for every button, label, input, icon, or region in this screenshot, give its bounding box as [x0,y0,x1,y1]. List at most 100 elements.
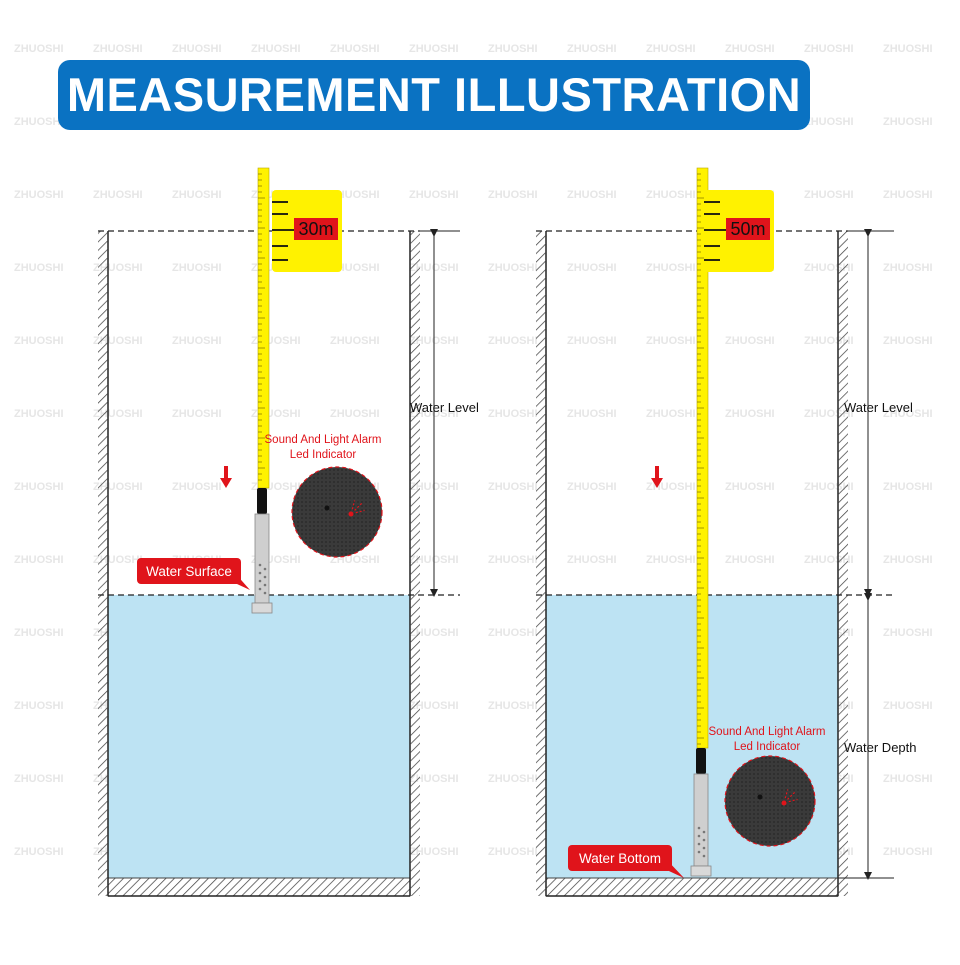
watermark-text: ZHUOSHI [883,189,933,201]
watermark-text: ZHUOSHI [488,554,538,566]
down-arrow-icon [220,466,232,488]
watermark-text: ZHUOSHI [14,700,64,712]
probe-hole [263,583,267,587]
watermark-text: ZHUOSHI [488,481,538,493]
watermark-text: ZHUOSHI [567,408,617,420]
watermark-text: ZHUOSHI [172,262,222,274]
probe-hole [697,834,701,838]
watermark-text: ZHUOSHI [14,481,64,493]
probe-hole [258,571,262,575]
watermark-text: ZHUOSHI [488,43,538,55]
probe-hole [697,826,701,830]
watermark-text: ZHUOSHI [646,554,696,566]
watermark-text: ZHUOSHI [725,481,775,493]
probe-hole [702,830,706,834]
tape-reading: 50m [730,219,765,239]
watermark-text: ZHUOSHI [567,43,617,55]
led-light-ray [784,789,789,799]
probe-hole [263,591,267,595]
watermark-text: ZHUOSHI [172,189,222,201]
alarm-indicator-disc [291,466,383,558]
watermark-text: ZHUOSHI [488,846,538,858]
led-light-ray [787,791,796,800]
well-bottom [545,877,839,897]
watermark-text: ZHUOSHI [725,554,775,566]
watermark-text: ZHUOSHI [883,627,933,639]
watermark-text: ZHUOSHI [14,189,64,201]
alarm-label-line2: Led Indicator [734,741,801,753]
watermark-text: ZHUOSHI [646,481,696,493]
wall-hatch-left [536,231,546,896]
led-light-ray [355,509,365,514]
probe-hole [702,854,706,858]
watermark-text: ZHUOSHI [93,43,143,55]
watermark-text: ZHUOSHI [409,627,459,639]
probe-hole [258,563,262,567]
indicator-led-hole [324,505,330,511]
watermark-text: ZHUOSHI [883,846,933,858]
well-bottom [107,877,411,897]
watermark-text: ZHUOSHI [804,43,854,55]
watermark-text: ZHUOSHI [646,408,696,420]
watermark-text: ZHUOSHI [567,481,617,493]
watermark-text: ZHUOSHI [488,335,538,347]
watermark-text: ZHUOSHI [409,189,459,201]
watermark-text: ZHUOSHI [804,189,854,201]
watermark-text: ZHUOSHI [646,189,696,201]
watermark-text: ZHUOSHI [172,43,222,55]
watermark-text: ZHUOSHI [883,408,933,420]
watermark-text: ZHUOSHI [883,335,933,347]
probe-hole [263,575,267,579]
watermark-text: ZHUOSHI [93,189,143,201]
probe-body [693,773,709,867]
readout-highlight [726,218,770,240]
probe-body [254,513,270,604]
probe-cable-joint [257,488,267,514]
watermark-text: ZHUOSHI [567,554,617,566]
watermark-text: ZHUOSHI [330,43,380,55]
led-light-ray [788,798,798,803]
alarm-label-line1: Sound And Light Alarm [265,434,382,446]
watermark-text: ZHUOSHI [883,554,933,566]
down-arrow-icon [651,466,663,488]
watermark-text: ZHUOSHI [883,116,933,128]
watermark-text: ZHUOSHI [883,43,933,55]
led-light-ray [354,502,363,511]
probe-tip [251,602,273,614]
watermark-text: ZHUOSHI [172,481,222,493]
watermark-text: ZHUOSHI [488,189,538,201]
watermark-text: ZHUOSHI [883,262,933,274]
probe-hole [258,579,262,583]
watermark-text: ZHUOSHI [14,43,64,55]
dimension-label: Water Level [844,400,913,415]
water-body [108,595,410,878]
indicator-led-hole [757,794,763,800]
watermark-text: ZHUOSHI [646,262,696,274]
watermark-text: ZHUOSHI [14,335,64,347]
probe-hole [263,567,267,571]
watermark-text: ZHUOSHI [172,408,222,420]
watermark-text: ZHUOSHI [488,700,538,712]
watermark-text: ZHUOSHI [567,262,617,274]
indicator-led-red [781,800,787,806]
watermark-text: ZHUOSHI [330,262,380,274]
watermark-text: ZHUOSHI [14,554,64,566]
watermark-text: ZHUOSHI [409,700,459,712]
alarm-label-line1: Sound And Light Alarm [709,726,826,738]
watermark-text: ZHUOSHI [646,43,696,55]
tape-reading: 30m [298,219,333,239]
watermark-text: ZHUOSHI [883,773,933,785]
page-title: MEASUREMENT ILLUSTRATION [66,68,802,121]
watermark-text: ZHUOSHI [725,335,775,347]
watermark-text: ZHUOSHI [14,846,64,858]
callout-pointer [224,572,250,590]
dimension-label: Water Depth [844,740,917,755]
title-banner: MEASUREMENT ILLUSTRATION [58,60,810,130]
callout-pointer [656,859,684,878]
watermark-text: ZHUOSHI [725,408,775,420]
probe-hole [697,842,701,846]
watermark-text: ZHUOSHI [804,116,854,128]
readout-highlight [294,218,338,240]
